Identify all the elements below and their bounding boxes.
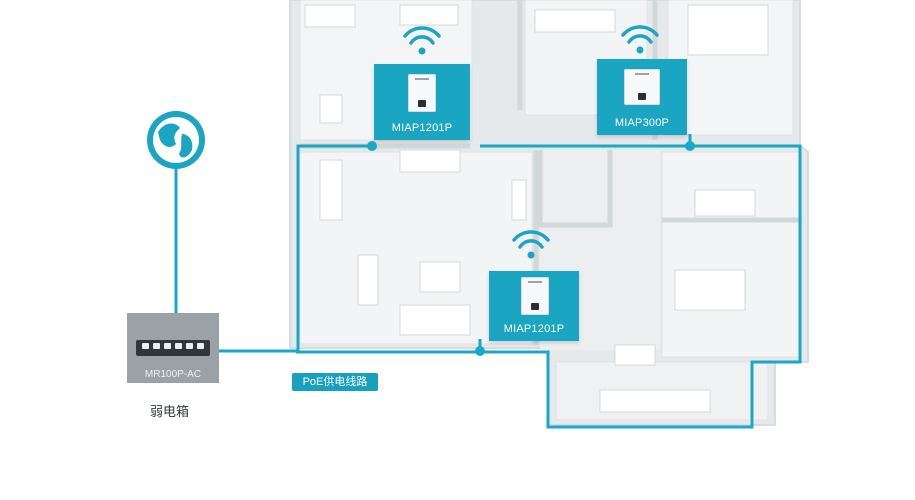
access-point-card-ap1: MIAP1201P bbox=[374, 64, 470, 140]
poe-switch-icon bbox=[136, 340, 210, 356]
poe-line-label: PoE供电线路 bbox=[292, 373, 378, 391]
access-point-label: MIAP300P bbox=[614, 117, 670, 129]
poe-cable-right bbox=[296, 144, 802, 429]
globe-icon bbox=[147, 111, 205, 169]
furniture bbox=[304, 4, 769, 413]
connection-dots bbox=[367, 141, 695, 356]
access-point-device-icon bbox=[408, 74, 436, 112]
poe-switch-card: MR100P-AC bbox=[127, 313, 219, 383]
access-point-card-ap3: MIAP1201P bbox=[489, 271, 579, 341]
room-dining bbox=[661, 151, 803, 358]
access-point-card-ap2: MIAP300P bbox=[597, 59, 687, 135]
poe-switch-label: MR100P-AC bbox=[144, 369, 202, 380]
access-point-device-icon bbox=[624, 69, 660, 105]
access-point-device-icon bbox=[521, 277, 549, 315]
access-point-label: MIAP1201P bbox=[391, 122, 453, 134]
access-point-label: MIAP1201P bbox=[503, 323, 565, 335]
wifi-dot-ap2 bbox=[636, 46, 644, 54]
wifi-icon-ap3 bbox=[512, 230, 550, 249]
network-lines bbox=[174, 134, 802, 429]
wifi-icon-ap2 bbox=[621, 25, 659, 44]
weak-current-box-caption: 弱电箱 bbox=[150, 404, 190, 419]
wifi-icon-ap1 bbox=[403, 26, 441, 45]
poe-cable bbox=[219, 144, 372, 353]
wifi-dot-ap3 bbox=[527, 251, 535, 259]
wifi-dot-ap1 bbox=[418, 47, 426, 55]
